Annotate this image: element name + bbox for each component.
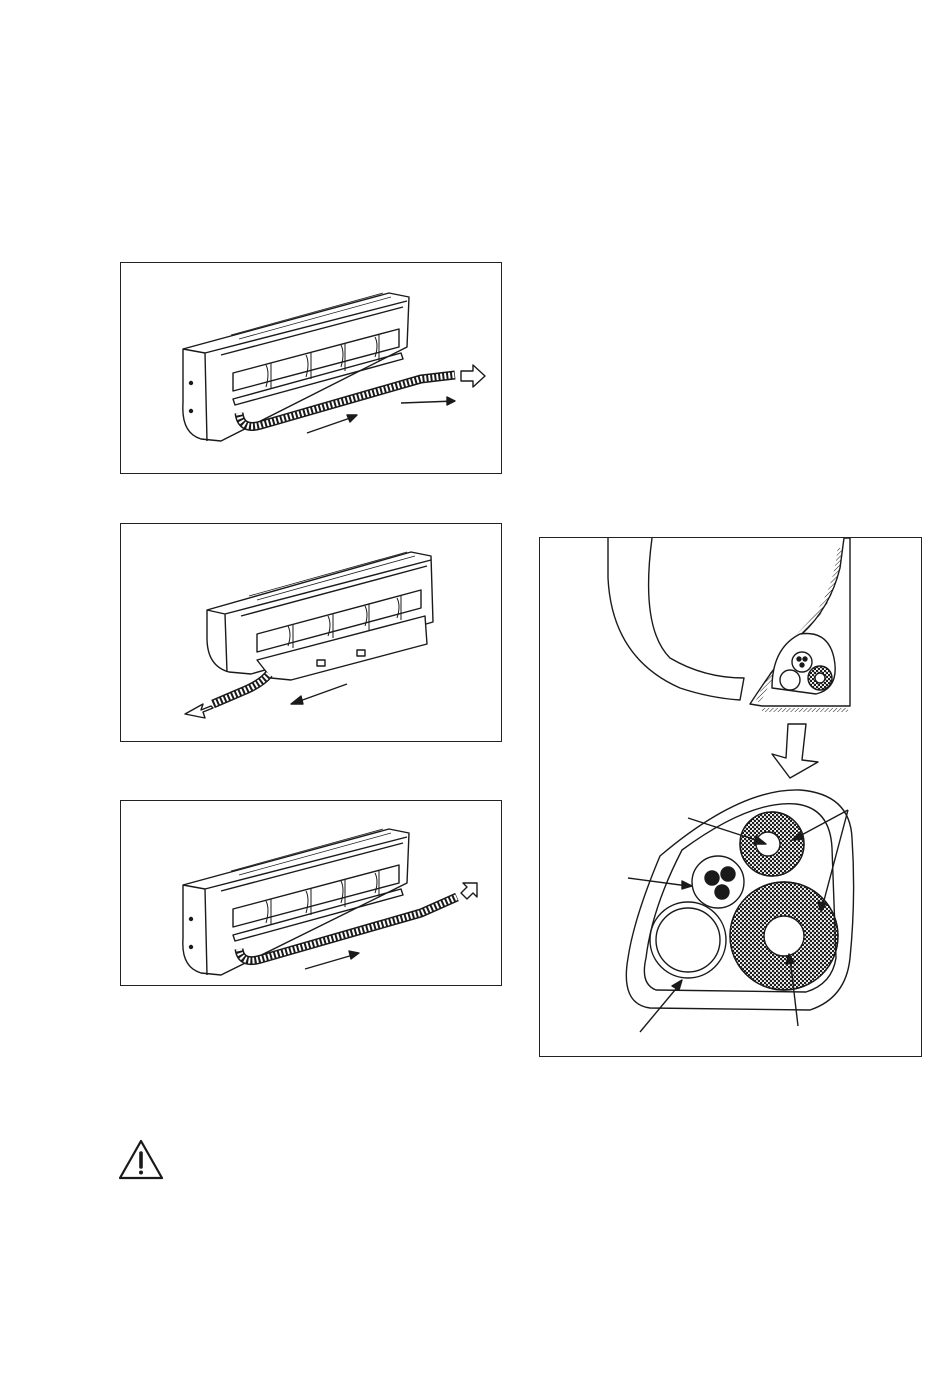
- indoor-unit-illustration: [121, 524, 503, 743]
- cross-section-diagram: [540, 538, 923, 1058]
- figure-pipe-rear-right: [120, 800, 502, 986]
- indoor-unit-illustration: [121, 263, 503, 475]
- indoor-unit-illustration: [121, 801, 503, 987]
- figure-pipe-right: [120, 262, 502, 474]
- figure-pipe-left: [120, 523, 502, 742]
- warning-triangle-icon: [117, 1138, 165, 1182]
- figure-pipe-bundle-cross-section: [539, 537, 922, 1057]
